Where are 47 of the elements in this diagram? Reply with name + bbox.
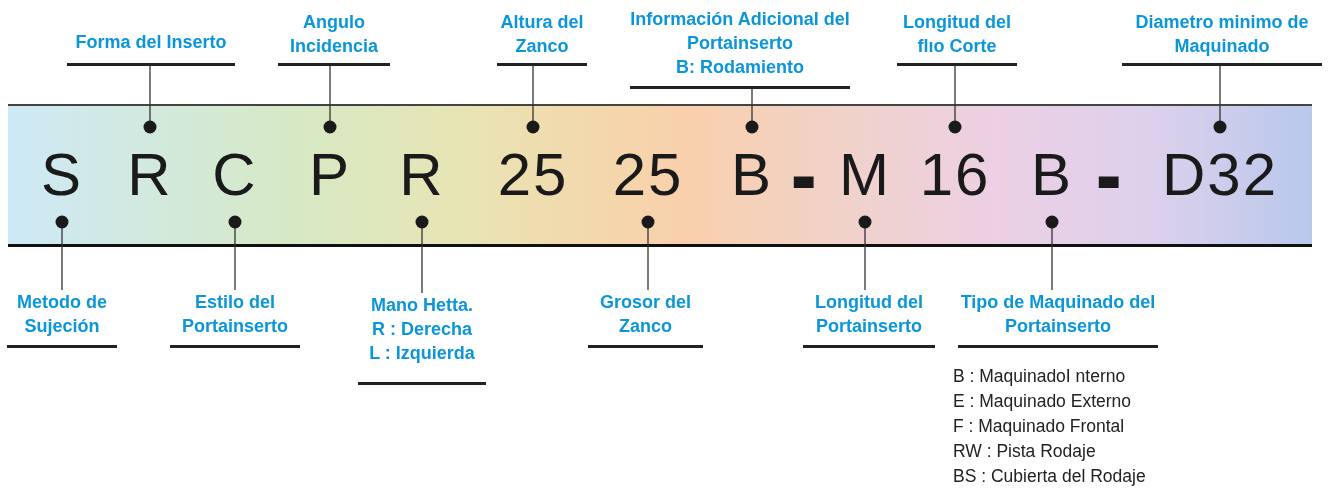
leader-line (858, 215, 872, 291)
code-band (8, 104, 1312, 247)
code-character: C (210, 127, 260, 222)
code-character: M (837, 127, 893, 222)
leader-line (228, 215, 242, 291)
code-character: D32 (1155, 127, 1285, 222)
callout-text: Mano Hetta. (370, 294, 474, 317)
callout-text: Longitud del Portainserto (814, 291, 924, 338)
option-text: E : Maquinado Externo (953, 390, 1132, 413)
callout-text: Longitud del flıo Corte (902, 11, 1012, 58)
callout-text: Grosor del Zanco (599, 291, 692, 338)
code-character: 16 (915, 127, 995, 222)
code-dash: - (1090, 98, 1130, 251)
leader-line (948, 65, 962, 134)
leader-line (55, 215, 69, 291)
callout-text: Forma del Inserto (74, 31, 228, 54)
callout-text: R : Derecha (370, 318, 473, 341)
leader-line (641, 215, 655, 291)
code-character: B (727, 127, 777, 222)
callout-text: Estilo del Portainserto (181, 291, 289, 338)
callout-text: Altura del Zanco (499, 11, 585, 58)
code-character: S (37, 127, 87, 222)
code-character: B (1027, 127, 1077, 222)
callout-text: Información Adicional del Portainserto (630, 8, 850, 55)
option-text: RW : Pista Rodaje (953, 440, 1096, 463)
callout-text: Tipo de Maquinado del Portainserto (959, 291, 1157, 338)
leader-line (745, 88, 759, 134)
callout-text: B: Rodamiento (675, 56, 805, 79)
code-character: 25 (493, 127, 573, 222)
code-dash: - (785, 98, 825, 251)
callout-text: Diametro minimo de Maquinado (1134, 11, 1310, 58)
option-text: F : Maquinado Frontal (953, 415, 1125, 438)
code-character: R (397, 127, 447, 222)
callout-text: Angulo Incidencia (289, 11, 379, 58)
leader-line (415, 215, 429, 294)
code-character: P (305, 127, 355, 222)
leader-line (1213, 65, 1227, 134)
option-text: B : MaquinadoI nterno (953, 365, 1126, 388)
code-character: R (125, 127, 175, 222)
leader-line (526, 65, 540, 134)
leader-line (1045, 215, 1059, 291)
callout-text: L : Izquierda (368, 342, 476, 365)
code-character: 25 (608, 127, 688, 222)
callout-text: Metodo de Sujeción (16, 291, 108, 338)
leader-line (323, 65, 337, 134)
option-text: BS : Cubierta del Rodaje (953, 465, 1146, 488)
leader-line (143, 65, 157, 134)
